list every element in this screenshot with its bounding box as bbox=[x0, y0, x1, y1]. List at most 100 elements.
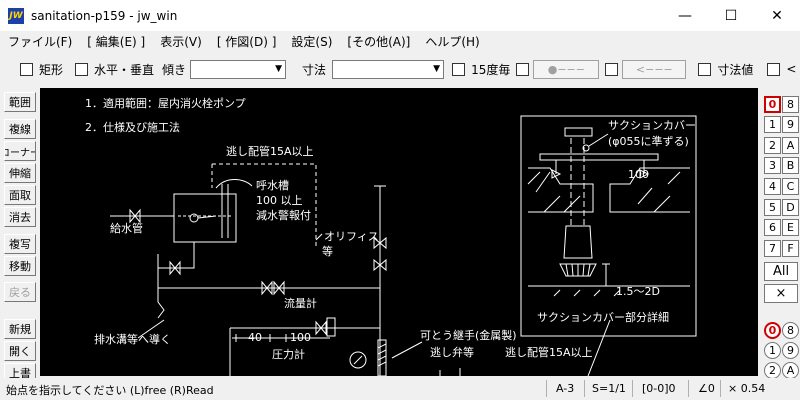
status-angle[interactable]: ∠0 bbox=[698, 382, 715, 395]
drawing-canvas[interactable]: 1．適用範囲：屋内消火栓ポンプ 2．仕様及び施工法 逃し配管15A以上 呼水槽 … bbox=[40, 88, 758, 376]
tool-corner[interactable]: コーナー bbox=[4, 141, 36, 161]
tool-chamfer[interactable]: 面取 bbox=[4, 185, 36, 205]
label-suction-detail: サクションカバー部分詳細 bbox=[537, 310, 669, 324]
arrow-checkbox[interactable] bbox=[605, 62, 619, 76]
layer-d[interactable]: D bbox=[782, 199, 799, 216]
status-scale[interactable]: S=1/1 bbox=[592, 382, 626, 395]
status-paper[interactable]: A-3 bbox=[556, 382, 575, 395]
label-dim-1520: 1.5〜2D bbox=[616, 285, 660, 298]
toolbar: 矩形 水平・垂直 傾き ▼ 寸法 ▼ 15度毎 ●−−− <−−− 寸法値 < bbox=[0, 56, 800, 82]
label-supply-pipe: 給水管 bbox=[110, 221, 143, 235]
chevron-down-icon: ▼ bbox=[433, 63, 441, 74]
suction-detail-frame bbox=[520, 115, 697, 337]
label-flowmeter: 流量計 bbox=[284, 296, 317, 310]
layer-f[interactable]: F bbox=[782, 240, 799, 257]
tool-extend[interactable]: 伸縮 bbox=[4, 163, 36, 183]
status-zoom[interactable]: × 0.54 bbox=[728, 382, 766, 395]
tool-range[interactable]: 範囲 bbox=[4, 92, 36, 112]
label-tank-3: 減水警報付 bbox=[256, 208, 311, 222]
layergroup-2[interactable]: 2 bbox=[764, 362, 781, 379]
menu-draw[interactable]: [ 作図(D) ] bbox=[216, 34, 277, 49]
close-button[interactable]: ✕ bbox=[771, 7, 783, 24]
all-layers-button[interactable]: All bbox=[764, 262, 798, 281]
label-drain: 排水溝等へ導く bbox=[94, 332, 171, 346]
layer-5[interactable]: 5 bbox=[764, 199, 781, 216]
label-suction-cover-1: サクションカバー bbox=[608, 119, 696, 132]
window-title: sanitation-p159 - jw_win bbox=[31, 8, 178, 23]
label-vent-pipe-bottom: 逃し配管15A以上 bbox=[505, 345, 593, 359]
flow-valve bbox=[315, 320, 327, 336]
label-suction-cover-2: (φ055に準ずる) bbox=[608, 134, 689, 148]
menu-file[interactable]: ファイル(F) bbox=[8, 34, 73, 49]
deg15-checkbox[interactable] bbox=[452, 62, 466, 76]
pressure-gauge bbox=[349, 351, 367, 369]
label-vent-pipe-top: 逃し配管15A以上 bbox=[226, 144, 314, 158]
layer-2[interactable]: 2 bbox=[764, 137, 781, 154]
circle-checkbox[interactable] bbox=[516, 62, 530, 76]
layer-1[interactable]: 1 bbox=[764, 116, 781, 133]
layergroup-0[interactable]: 0 bbox=[764, 322, 781, 339]
label-flex-joint: 可とう継手(金属製) bbox=[420, 328, 517, 342]
lt-label: < bbox=[786, 62, 797, 76]
rect-checkbox[interactable] bbox=[20, 62, 33, 76]
layer-c[interactable]: C bbox=[782, 178, 799, 195]
rect-label: 矩形 bbox=[39, 62, 64, 77]
layer-8[interactable]: 8 bbox=[782, 96, 799, 113]
tool-copy[interactable]: 複写 bbox=[4, 234, 36, 254]
circle-line-button[interactable]: ●−−− bbox=[533, 59, 600, 79]
menu-settings[interactable]: 設定(S) bbox=[291, 34, 333, 49]
note-2: 2．仕様及び施工法 bbox=[85, 120, 180, 134]
arrow-line-button[interactable]: <−−− bbox=[622, 59, 687, 79]
orifice-valve bbox=[373, 236, 387, 250]
label-tank-2: 100 以上 bbox=[256, 194, 303, 207]
app-icon: JW bbox=[8, 7, 24, 24]
menu-help[interactable]: ヘルプ(H) bbox=[425, 34, 480, 49]
menu-edit[interactable]: [ 編集(E) ] bbox=[87, 34, 146, 49]
dimvalue-checkbox[interactable] bbox=[698, 62, 712, 76]
layer-4[interactable]: 4 bbox=[764, 178, 781, 195]
dim-combo[interactable]: ▼ bbox=[332, 59, 445, 79]
menu-other[interactable]: [その他(A)] bbox=[347, 34, 411, 49]
status-bar: 始点を指示してください (L)free (R)Read A-3 S=1/1 [0… bbox=[0, 378, 800, 400]
layergroup-9[interactable]: 9 bbox=[782, 342, 799, 359]
title-bar: JW sanitation-p159 - jw_win — ☐ ✕ bbox=[0, 0, 800, 31]
layer-a[interactable]: A bbox=[782, 137, 799, 154]
dimvalue-label: 寸法値 bbox=[717, 62, 754, 77]
layer-0[interactable]: 0 bbox=[764, 96, 781, 113]
status-layer[interactable]: [0-0]0 bbox=[642, 382, 676, 395]
suction-cover bbox=[539, 153, 659, 161]
suction-pipe bbox=[570, 138, 585, 226]
note-1: 1．適用範囲：屋内消火栓ポンプ bbox=[85, 96, 246, 110]
close-icon[interactable]: × bbox=[764, 284, 798, 303]
tool-offset[interactable]: 複線 bbox=[4, 119, 36, 139]
tool-new[interactable]: 新規 bbox=[4, 319, 36, 339]
tool-erase[interactable]: 消去 bbox=[4, 207, 36, 227]
flex-joint bbox=[377, 339, 387, 376]
layer-9[interactable]: 9 bbox=[782, 116, 799, 133]
hv-label: 水平・垂直 bbox=[94, 62, 155, 77]
cad-drawing: 1．適用範囲：屋内消火栓ポンプ 2．仕様及び施工法 逃し配管15A以上 呼水槽 … bbox=[85, 96, 697, 376]
layer-6[interactable]: 6 bbox=[764, 219, 781, 236]
chevron-down-icon: ▼ bbox=[275, 63, 283, 74]
layergroup-8[interactable]: 8 bbox=[782, 322, 799, 339]
label-orifice-1: オリフィス bbox=[324, 230, 379, 243]
status-message: 始点を指示してください (L)free (R)Read bbox=[6, 384, 214, 397]
layergroup-a[interactable]: A bbox=[782, 362, 799, 379]
maximize-button[interactable]: ☐ bbox=[724, 7, 738, 24]
layer-b[interactable]: B bbox=[782, 157, 799, 174]
label-orifice-2: 等 bbox=[322, 244, 333, 258]
layer-3[interactable]: 3 bbox=[764, 157, 781, 174]
hv-checkbox[interactable] bbox=[75, 62, 89, 76]
tool-move[interactable]: 移動 bbox=[4, 256, 36, 276]
slope-combo[interactable]: ▼ bbox=[190, 59, 287, 79]
tool-open[interactable]: 開く bbox=[4, 341, 36, 361]
minimize-button[interactable]: — bbox=[678, 7, 692, 24]
lt-checkbox[interactable] bbox=[767, 62, 781, 76]
tool-undo[interactable]: 戻る bbox=[4, 282, 36, 302]
menu-view[interactable]: 表示(V) bbox=[160, 34, 202, 49]
layer-e[interactable]: E bbox=[782, 219, 799, 236]
layergroup-1[interactable]: 1 bbox=[764, 342, 781, 359]
foot-valve bbox=[563, 225, 593, 259]
slope-label: 傾き bbox=[162, 62, 187, 77]
layer-7[interactable]: 7 bbox=[764, 240, 781, 257]
